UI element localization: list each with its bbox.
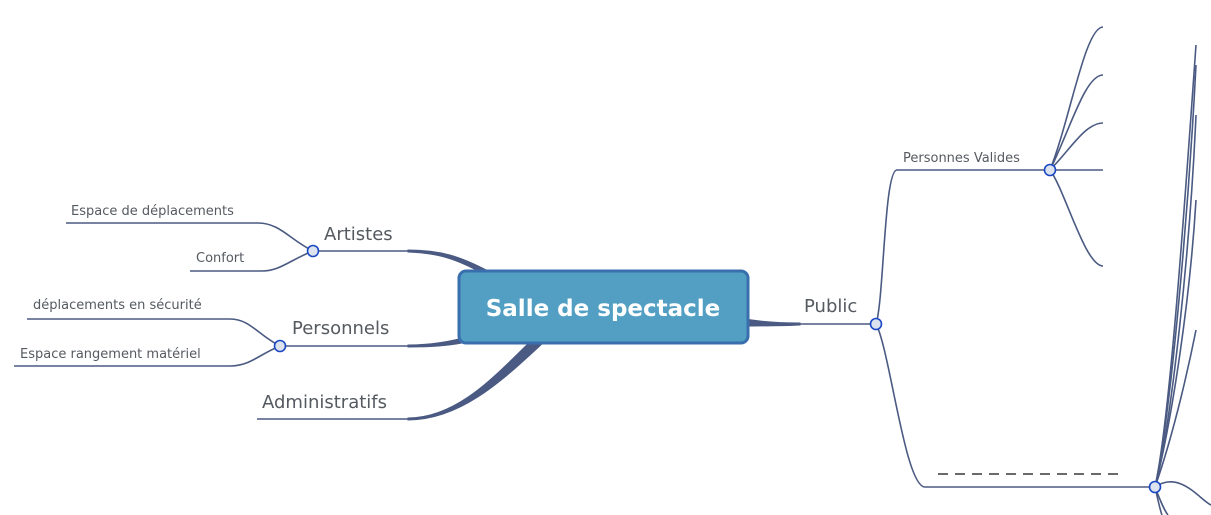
collapse-node-artistes[interactable] bbox=[306, 244, 320, 258]
edge-personnes-valides bbox=[875, 169, 1050, 325]
collapse-node-personnes-valides[interactable] bbox=[1043, 163, 1057, 177]
edge-confort bbox=[190, 250, 314, 272]
branch-label-public[interactable]: Public bbox=[804, 296, 857, 317]
connector-public bbox=[739, 317, 801, 327]
collapse-node-personnels[interactable] bbox=[273, 339, 287, 353]
collapse-node-public-second[interactable] bbox=[1148, 480, 1162, 494]
root-topic[interactable]: Salle de spectacle bbox=[457, 269, 750, 345]
leaf-espace-rangement[interactable]: Espace rangement matériel bbox=[20, 347, 201, 362]
branch-label-personnes-valides[interactable]: Personnes Valides bbox=[903, 151, 1020, 166]
leaf-confort[interactable]: Confort bbox=[196, 251, 244, 266]
personnes-valides-edges bbox=[1049, 26, 1104, 267]
leaf-espace-deplacements[interactable]: Espace de déplacements bbox=[71, 204, 234, 219]
second-group-edges bbox=[1154, 44, 1211, 515]
edge-espace-deplacements bbox=[66, 222, 314, 252]
leaf-deplacements-securite[interactable]: déplacements en sécurité bbox=[33, 298, 202, 313]
branch-label-artistes[interactable]: Artistes bbox=[324, 224, 393, 245]
branch-label-administratifs[interactable]: Administratifs bbox=[262, 392, 387, 413]
edge-public-second bbox=[875, 323, 1155, 488]
edge-espace-rangement bbox=[14, 345, 281, 367]
branch-label-personnels[interactable]: Personnels bbox=[292, 318, 389, 339]
edge-deplacements-securite bbox=[27, 318, 281, 347]
collapse-node-public[interactable] bbox=[869, 317, 883, 331]
root-topic-label: Salle de spectacle bbox=[486, 296, 721, 322]
connector-administratifs bbox=[407, 339, 546, 421]
